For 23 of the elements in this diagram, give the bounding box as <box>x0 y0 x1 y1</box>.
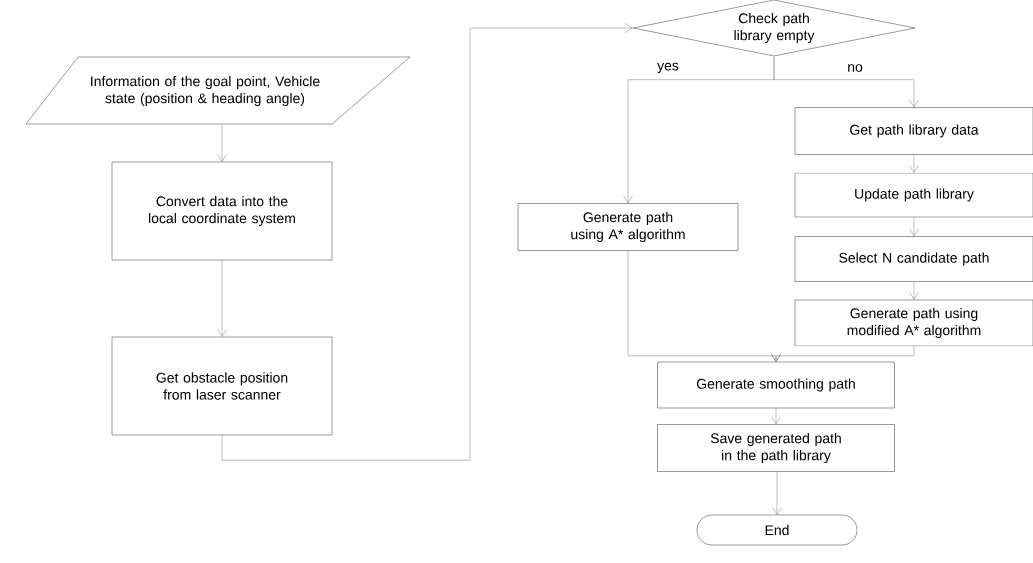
process-box: Generate path using A* algorithm <box>517 203 739 251</box>
input-parallelogram: Information of the goal point, Vehicle state (position & heading angle) <box>25 56 411 125</box>
arrow <box>909 281 919 300</box>
process-box: Get obstacle position from laser scanner <box>111 336 333 436</box>
edge-label: yes <box>656 61 680 75</box>
edge-label: no <box>846 63 864 73</box>
terminator: End <box>696 514 858 546</box>
process-box: Save generated path in the path library <box>657 424 895 472</box>
process-box: Get path library data <box>794 107 1033 155</box>
process-box: Convert data into the local coordinate system <box>111 161 333 261</box>
process-box: Select N candidate path <box>794 236 1033 282</box>
arrow <box>771 346 915 362</box>
arrow <box>217 260 227 337</box>
process-box: Generate smoothing path <box>657 361 895 409</box>
process-box: Generate path using modified A* algorithm <box>794 299 1033 347</box>
arrow <box>773 56 919 108</box>
process-box: Update path library <box>794 172 1033 218</box>
arrow <box>909 154 919 173</box>
arrow <box>221 23 633 461</box>
arrow <box>771 408 781 425</box>
arrow <box>772 471 782 515</box>
arrow <box>217 124 227 162</box>
arrow <box>909 217 919 237</box>
